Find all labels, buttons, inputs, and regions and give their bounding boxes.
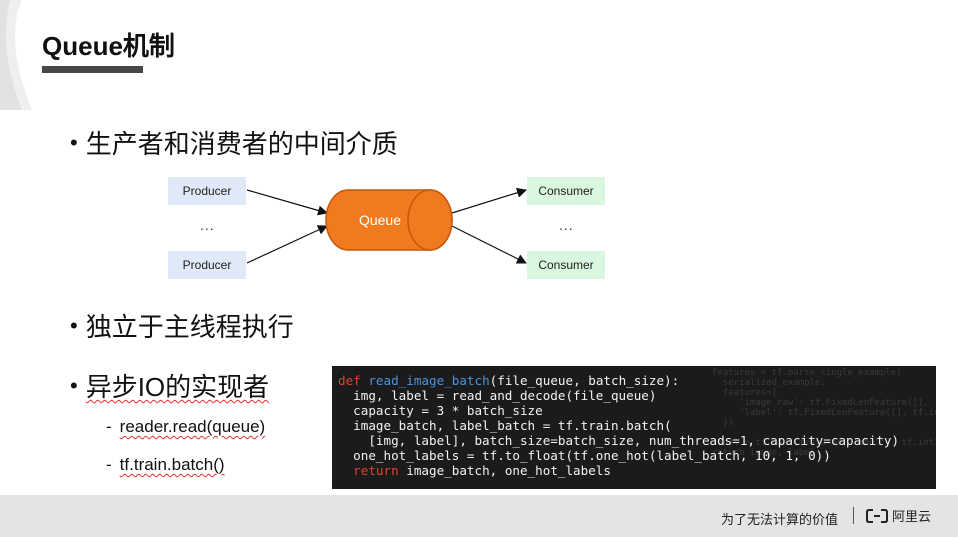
bullet-text: 独立于主线程执行 <box>85 312 294 342</box>
sub-item-text: tf.train.batch() <box>119 455 225 474</box>
diagram-arrows <box>246 187 527 264</box>
title-underline-bar <box>42 66 143 73</box>
footer-slogan: 为了无法计算的价值 <box>720 512 838 527</box>
code-line: image_batch, label_batch = tf.train.batc… <box>338 418 672 433</box>
producer-ellipsis: ... <box>200 217 215 233</box>
queue-label: Queue <box>358 212 402 228</box>
code-signature: (file_queue, batch_size): <box>489 373 680 388</box>
code-line: [img, label], batch_size=batch_size, num… <box>338 433 900 448</box>
arrow-producer-to-queue <box>246 189 328 216</box>
slide-title: Queue机制 <box>42 31 175 61</box>
sub-item: -tf.train.batch() <box>106 455 225 475</box>
arrow-producer-to-queue <box>246 225 328 264</box>
footer-divider <box>853 507 854 524</box>
aliyun-logo-icon <box>866 508 888 523</box>
bullet-item: • 异步IO的实现者 <box>70 367 269 404</box>
bullet-dot: • <box>70 372 78 398</box>
producer-box: Producer <box>168 251 246 279</box>
consumer-ellipsis: ... <box>559 217 574 233</box>
code-block: def read_image_batch(file_queue, batch_s… <box>338 373 899 478</box>
footer-brand-name: 阿里云 <box>892 509 932 524</box>
bullet-item: • 独立于主线程执行 <box>70 307 294 344</box>
code-function-name: read_image_batch <box>368 373 490 388</box>
code-line: one_hot_labels = tf.to_float(tf.one_hot(… <box>338 448 831 463</box>
footer-brand-logo: 阿里云 <box>866 506 931 525</box>
code-screenshot: features = tf.parse_single_example( seri… <box>332 366 936 489</box>
code-keyword-def: def <box>338 373 361 388</box>
arrow-queue-to-consumer <box>451 187 527 214</box>
code-line: img, label = read_and_decode(file_queue) <box>338 388 657 403</box>
background-code-texture: features = tf.parse_single_example( seri… <box>712 368 936 458</box>
bullet-text: 生产者和消费者的中间介质 <box>85 129 398 159</box>
code-line: capacity = 3 * batch_size <box>338 403 543 418</box>
footer-bar: 为了无法计算的价值 阿里云 <box>0 495 958 537</box>
code-return-values: image_batch, one_hot_labels <box>398 463 611 478</box>
bullet-text: 异步IO的实现者 <box>85 372 270 402</box>
consumer-box: Consumer <box>527 251 605 279</box>
sub-dash: - <box>106 455 112 474</box>
code-keyword-return: return <box>353 463 399 478</box>
queue-cylinder <box>325 189 453 251</box>
bullet-item: • 生产者和消费者的中间介质 <box>70 124 398 161</box>
sub-item-text: reader.read(queue) <box>119 417 266 436</box>
bullet-dot: • <box>70 129 78 155</box>
producer-box: Producer <box>168 177 246 205</box>
bullet-dot: • <box>70 312 78 338</box>
consumer-box: Consumer <box>527 177 605 205</box>
corner-decoration <box>0 0 32 110</box>
sub-dash: - <box>106 417 112 436</box>
arrow-queue-to-consumer <box>451 225 527 264</box>
sub-item: -reader.read(queue) <box>106 417 265 437</box>
